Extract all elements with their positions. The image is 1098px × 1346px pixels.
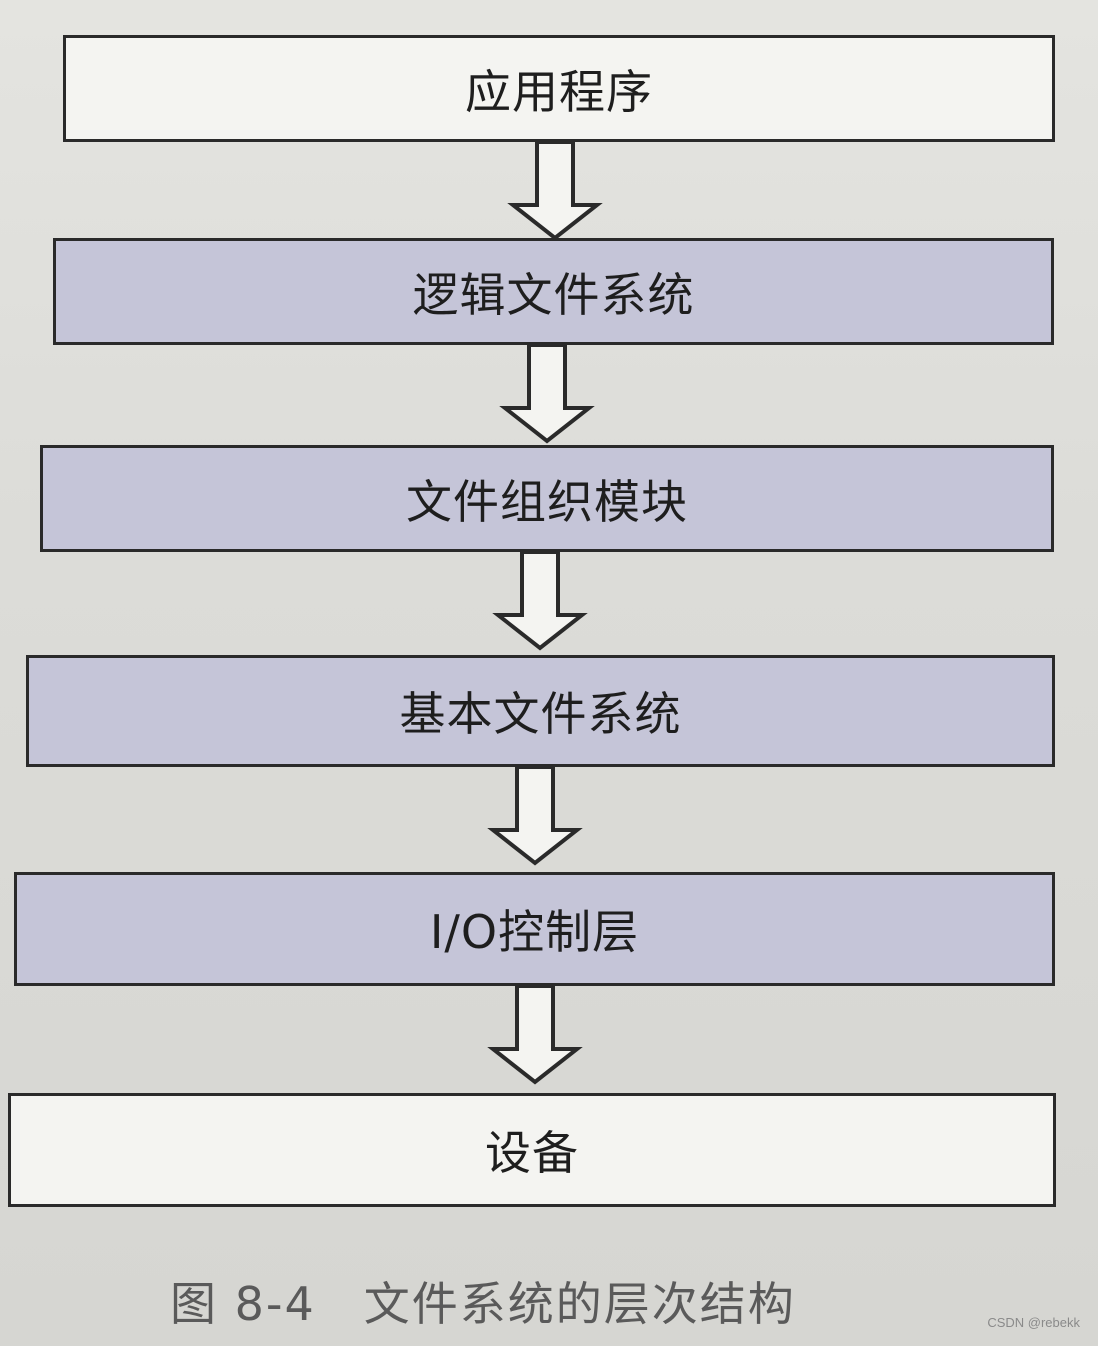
layer-file-organization-module: 文件组织模块 — [40, 445, 1054, 552]
layer-file-organization-module-label: 文件组织模块 — [406, 474, 688, 529]
layer-io-control: I/O控制层 — [14, 872, 1055, 986]
layer-application: 应用程序 — [63, 35, 1055, 142]
watermark: CSDN @rebekk — [987, 1315, 1080, 1330]
layer-device-label: 设备 — [485, 1126, 579, 1180]
down-arrow-icon — [507, 140, 603, 241]
layer-application-label: 应用程序 — [465, 64, 653, 119]
layer-logical-file-system: 逻辑文件系统 — [53, 238, 1054, 345]
layer-io-control-label: I/O控制层 — [429, 905, 640, 959]
figure-caption: 图 8-4 文件系统的层次结构 — [170, 1277, 796, 1331]
layer-logical-file-system-label: 逻辑文件系统 — [412, 267, 695, 322]
down-arrow-icon — [499, 343, 595, 444]
layer-basic-file-system: 基本文件系统 — [26, 655, 1055, 767]
down-arrow-icon — [487, 765, 583, 866]
layer-basic-file-system-label: 基本文件系统 — [399, 687, 682, 741]
layer-device: 设备 — [8, 1093, 1056, 1207]
down-arrow-icon — [492, 550, 588, 651]
down-arrow-icon — [487, 984, 583, 1085]
